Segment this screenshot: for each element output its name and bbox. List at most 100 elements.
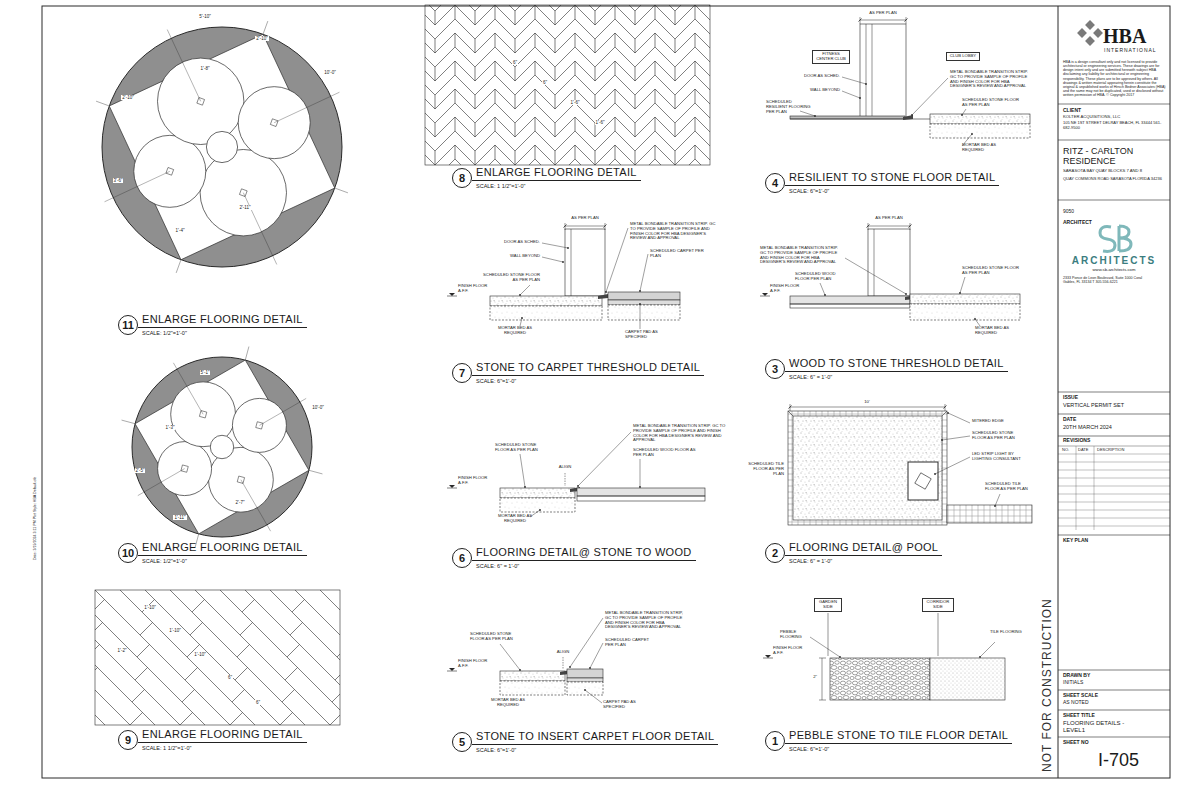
plank-end-joint — [615, 89, 616, 103]
detail-scale: SCALE: 1/2"=1'-0" — [142, 330, 187, 336]
medallion-center — [206, 131, 237, 162]
note-text: SCHEDULED CARPET PER PLAN — [650, 249, 705, 259]
door-line — [571, 229, 572, 296]
detail-callout: 2FLOORING DETAIL@ POOLSCALE: 6" = 1'-0" — [765, 543, 785, 563]
plank-end-joint — [455, 145, 456, 159]
plank-joint — [95, 590, 245, 725]
room-tag-text: CLUB LOBBY — [949, 54, 977, 59]
dimension-extension — [819, 658, 826, 659]
leader-line — [995, 494, 1000, 506]
plank-end-joint — [495, 33, 496, 47]
note-text: PEBBLE FLOORING — [780, 630, 810, 640]
plank-joint — [425, 145, 710, 165]
plank-end-joint — [635, 95, 636, 109]
plank-end-joint — [555, 11, 556, 25]
title-block-text: ISSUE — [1063, 395, 1123, 401]
plank-end-joint — [435, 39, 436, 53]
plank-end-joint — [535, 61, 536, 75]
note-text: MORTAR BED AS REQUIRED — [975, 326, 1025, 336]
dimension-text: 1'-4" — [175, 228, 186, 233]
door-line — [866, 24, 867, 118]
plank-end-joint — [555, 151, 556, 165]
title-block-text: KOLTER ACQUISITIONS, LLC — [1063, 115, 1167, 120]
title-block-text: KEY PLAN — [1063, 538, 1123, 544]
dimension-line — [274, 92, 339, 122]
detail-scale: SCALE: 6" = 1'-0" — [476, 563, 519, 569]
detail-callout: 4RESILIENT TO STONE FLOOR DETAILSCALE: 6… — [765, 173, 785, 193]
dimension-extension — [176, 260, 181, 273]
leader-dot — [519, 669, 521, 671]
title-block-text: www.sb-architects.com — [1064, 268, 1164, 273]
plank-end-joint — [595, 11, 596, 25]
tile-floor — [930, 658, 1005, 700]
sheet-border — [42, 6, 1170, 778]
plank-end-joint — [575, 117, 576, 131]
leader-dot — [639, 303, 641, 305]
stone-floor — [793, 416, 942, 520]
detail-title: FLOORING DETAIL@ STONE TO WOOD — [472, 546, 696, 561]
plank-end-joint — [135, 668, 148, 681]
title-block-text: INTERNATIONAL — [1104, 48, 1164, 54]
plank-end-joint — [595, 67, 596, 81]
plank-end-joint — [435, 11, 436, 25]
leader-line — [912, 78, 948, 115]
plank-joint — [425, 75, 710, 95]
note-text: METAL BONDABLE TRANSITION STRIP. GC TO P… — [760, 246, 844, 265]
plank-end-joint — [240, 623, 253, 636]
detail-border — [425, 5, 710, 165]
dimension-text: 1'-10" — [168, 628, 181, 633]
leader-dot — [562, 261, 564, 263]
mitered-edge — [942, 411, 947, 416]
sb-logo-mark — [1119, 226, 1131, 251]
plank-joint — [245, 590, 340, 725]
plank-end-joint — [615, 33, 616, 47]
medallion-inlay-circle — [238, 87, 310, 159]
medallion-rim — [102, 27, 342, 267]
dimension-line — [565, 226, 605, 227]
plank-end-joint — [615, 61, 616, 75]
title-block-text: ARCHITECTS — [1064, 255, 1164, 267]
plank-end-joint — [515, 151, 516, 165]
plank-joint — [95, 590, 340, 725]
plank-end-joint — [635, 11, 636, 25]
plank-end-joint — [595, 151, 596, 165]
dimension-text: 2'-5" — [135, 468, 146, 473]
plank-joint — [295, 590, 340, 725]
plank-joint — [425, 5, 710, 25]
plank-joint — [170, 590, 340, 725]
leader-dot — [971, 133, 973, 135]
note-text: WALL BEYOND — [790, 88, 840, 93]
title-block-text: FLOORING DETAILS - LEVEL1 — [1063, 720, 1141, 734]
leader-dot — [584, 689, 586, 691]
note-text: ALIGN — [553, 650, 573, 655]
callout-number: 3 — [765, 359, 785, 379]
wood-underlay — [790, 304, 910, 308]
plank-end-joint — [455, 33, 456, 47]
leader-dot — [824, 294, 826, 296]
detail-title: ENLARGE FLOORING DETAIL — [472, 166, 641, 181]
finish-floor-line — [447, 296, 457, 297]
dimension-text: 6" — [255, 700, 261, 705]
title-block-text: SARASOTA BAY QUAY BLOCKS 7 AND 8 — [1063, 169, 1167, 174]
dimension-line — [868, 226, 910, 227]
title-block-text: NO. — [1062, 448, 1076, 453]
note-text: SCHEDULED STONE FLOOR AS PER PLAN — [495, 443, 550, 453]
plank-end-joint — [180, 713, 193, 726]
title-block-text: SHEET SCALE — [1063, 693, 1123, 699]
resilient-floor — [790, 116, 905, 119]
door-line — [874, 229, 875, 296]
leader-dot — [519, 294, 521, 296]
plank-end-joint — [535, 33, 536, 47]
title-block-text: HBA is a design consultant only and not … — [1063, 60, 1167, 97]
note-text: AS PER PLAN — [563, 216, 607, 221]
leader-dot — [639, 486, 641, 488]
medallion-rim — [132, 357, 312, 537]
plank-end-joint — [575, 5, 576, 19]
stone-floor — [910, 294, 1020, 304]
leader-dot — [947, 412, 949, 414]
plank-end-joint — [695, 61, 696, 75]
plank-end-joint — [615, 5, 616, 19]
leader-line — [845, 258, 906, 294]
